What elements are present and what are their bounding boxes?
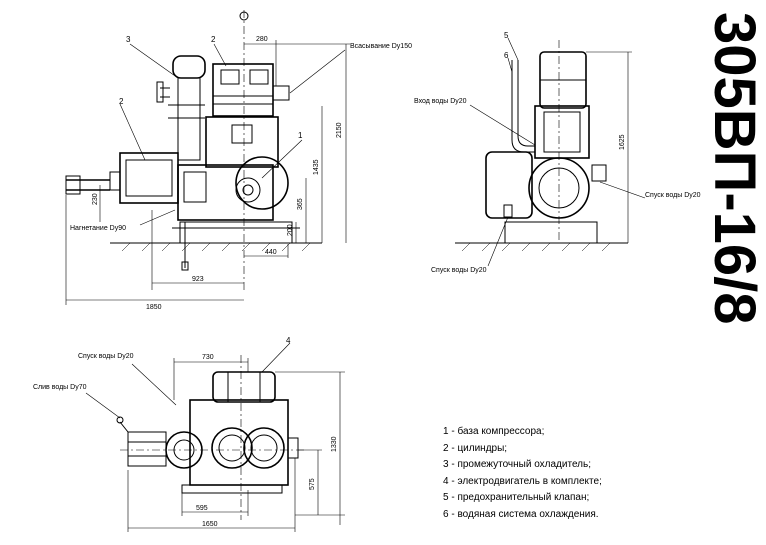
legend-item: 1 - база компрессора; bbox=[443, 426, 545, 437]
model-title: 305ВП-16/8 bbox=[702, 12, 766, 325]
top-view: 4 Спуск воды Dy20 Слив воды Dy70 730 133… bbox=[33, 336, 345, 532]
callout-2-left: 2 bbox=[119, 97, 124, 106]
label-water-out-right: Спуск воды Dy20 bbox=[645, 192, 701, 199]
label-drain: Слив воды Dy70 bbox=[33, 384, 87, 391]
callout-6: 6 bbox=[504, 51, 509, 60]
legend-item: 5 - предохранительный клапан; bbox=[443, 492, 590, 504]
front-view: 3 2 2 1 Всасывание Dy150 Нагнетание Dy90… bbox=[65, 10, 412, 311]
label-suction: Всасывание Dy150 bbox=[350, 43, 412, 50]
dim-1625: 1625 bbox=[619, 134, 626, 150]
dim-923: 923 bbox=[192, 276, 204, 283]
dim-2150: 2150 bbox=[336, 122, 343, 138]
legend-item: 3 - промежуточный охладитель; bbox=[443, 459, 591, 471]
label-water-out-top: Спуск воды Dy20 bbox=[78, 353, 134, 360]
dim-575: 575 bbox=[309, 478, 316, 490]
dim-1850: 1850 bbox=[146, 304, 162, 311]
dim-1330: 1330 bbox=[331, 436, 338, 452]
legend-item: 4 - электродвигатель в комплекте; bbox=[443, 475, 602, 487]
label-water-out-bottom: Спуск воды Dy20 bbox=[431, 267, 487, 274]
legend-item: 6 - водяная система охлаждения. bbox=[443, 508, 599, 520]
dim-365: 365 bbox=[297, 198, 304, 210]
label-water-in: Вход воды Dy20 bbox=[414, 98, 467, 105]
dim-1435: 1435 bbox=[313, 159, 320, 175]
side-view: 5 6 Вход воды Dy20 Спуск воды Dy20 Спуск… bbox=[414, 31, 701, 274]
dim-200: 200 bbox=[287, 224, 294, 236]
dim-230: 230 bbox=[92, 193, 99, 205]
callout-4: 4 bbox=[286, 336, 291, 345]
dim-1650: 1650 bbox=[202, 521, 218, 528]
callout-2-top: 2 bbox=[211, 35, 216, 44]
callout-3: 3 bbox=[126, 35, 131, 44]
floor-hatch bbox=[121, 242, 311, 252]
dim-730: 730 bbox=[202, 354, 214, 361]
legend-item: 2 - цилиндры; bbox=[443, 442, 508, 454]
label-discharge: Нагнетание Dy90 bbox=[70, 225, 126, 232]
dim-280: 280 bbox=[256, 36, 268, 43]
legend: 1 - база компрессора; 2 - цилиндры; 3 - … bbox=[443, 424, 743, 524]
dim-440: 440 bbox=[265, 249, 277, 256]
callout-5: 5 bbox=[504, 31, 509, 40]
callout-1: 1 bbox=[298, 131, 303, 140]
dim-595: 595 bbox=[196, 505, 208, 512]
